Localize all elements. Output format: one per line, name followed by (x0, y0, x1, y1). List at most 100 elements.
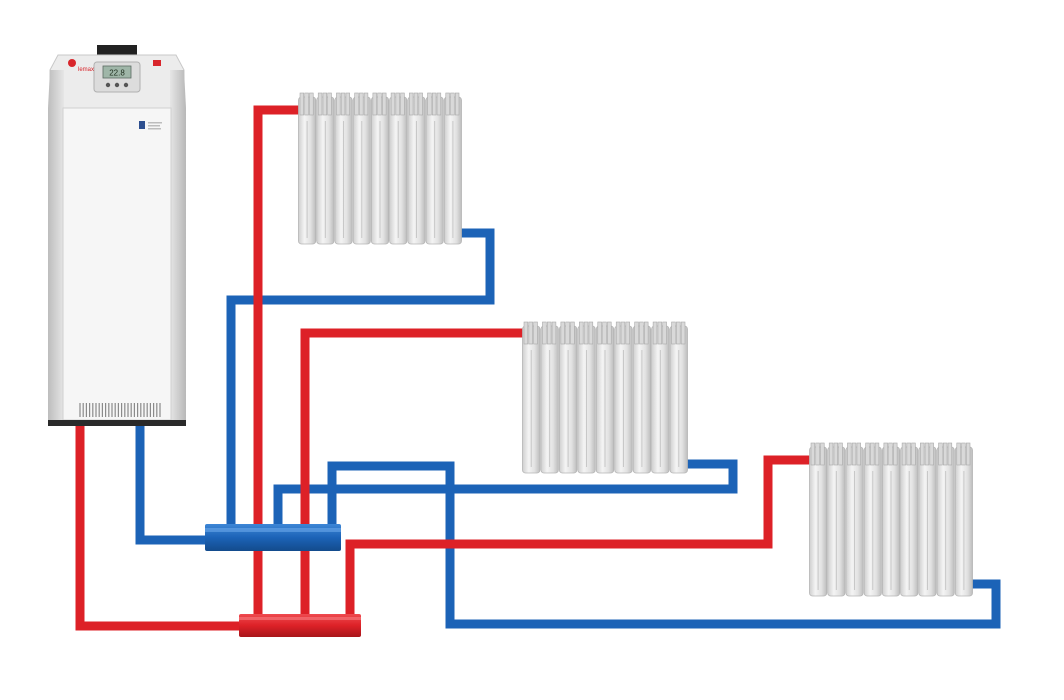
radiator-fin (317, 92, 323, 116)
radiator-fin (911, 442, 916, 466)
supply-manifold (239, 614, 361, 637)
radiator-fin (956, 442, 961, 466)
return-pipes (135, 228, 1001, 629)
radiator-3 (809, 442, 973, 597)
radiator-fin (851, 442, 857, 466)
radiator-fin (865, 442, 870, 466)
brand-logo-icon (68, 59, 76, 67)
boiler-knob-3 (123, 82, 129, 88)
radiator-fin (671, 321, 676, 345)
radiator-fin (450, 92, 455, 116)
radiator-fin (597, 321, 602, 345)
boiler-brand: lemax (78, 67, 94, 73)
radiator-fin (304, 92, 309, 116)
radiators-layer (298, 92, 973, 597)
radiator-fin (395, 92, 400, 116)
radiator-fin (961, 442, 966, 466)
radiator-fin (565, 321, 570, 345)
radiator-fin (533, 321, 538, 345)
radiator-fin (588, 321, 594, 345)
radiator-fin (870, 442, 875, 466)
boiler-front-panel (62, 107, 172, 421)
radiator-fin (309, 92, 314, 116)
supply-pipes (75, 105, 812, 631)
radiator-fin (528, 321, 533, 345)
radiator-fin (828, 442, 834, 466)
radiator-fin (947, 442, 953, 466)
radiator-fin (382, 92, 387, 116)
radiator-fin (810, 442, 816, 466)
radiator-3-return-pipe (327, 461, 1001, 629)
radiator-fin (847, 442, 852, 466)
radiator-fin (676, 321, 681, 345)
radiator-fin (874, 442, 880, 466)
radiator-fin (820, 442, 825, 466)
boiler-top-cap (97, 45, 137, 55)
radiator-2-return-pipe (273, 459, 738, 530)
radiator-1 (298, 92, 462, 245)
radiator-fin (634, 321, 639, 345)
radiator-fin (942, 442, 948, 466)
radiator-fin (327, 92, 332, 116)
radiator-fin (542, 321, 547, 345)
radiator-fin (906, 442, 911, 466)
boiler-info-label (148, 122, 162, 124)
radiator-fin (299, 92, 305, 116)
boiler-vent-grille (79, 403, 161, 417)
radiator-fin (400, 92, 405, 116)
radiator-fin (413, 92, 419, 116)
boiler-knob-1 (105, 82, 111, 88)
radiator-fin (965, 442, 971, 466)
radiator-fin (901, 442, 907, 466)
radiator-fin (418, 92, 423, 116)
radiator-fin (363, 92, 369, 116)
radiator-fin (815, 442, 820, 466)
radiator-fin (680, 321, 686, 345)
boiler-supply-pipe (75, 426, 240, 631)
radiator-2 (522, 321, 688, 474)
radiator-fin (560, 321, 566, 345)
boiler-knob-2 (114, 82, 120, 88)
radiator-fin (345, 92, 350, 116)
radiator-fin (883, 442, 888, 466)
radiator-fin (639, 321, 644, 345)
radiator-fin (431, 92, 437, 116)
radiator-fin (551, 321, 557, 345)
radiator-fin (359, 92, 364, 116)
radiator-fin (427, 92, 432, 116)
radiator-fin (445, 92, 450, 116)
radiator-3-supply-pipe (345, 455, 812, 618)
radiator-fin (322, 92, 328, 116)
radiator-fin (570, 321, 575, 345)
radiator-1-return-pipe (226, 228, 495, 530)
boiler-base (48, 420, 186, 426)
radiator-fin (620, 321, 626, 345)
radiator-fin (340, 92, 346, 116)
radiator-fin (436, 92, 442, 116)
radiator-fin (372, 92, 377, 116)
radiator-fin (920, 442, 925, 466)
radiator-fin (856, 442, 861, 466)
boiler-display (102, 65, 132, 79)
radiator-fin (652, 321, 658, 345)
radiator-1-supply-pipe (253, 105, 300, 618)
radiator-fin (833, 442, 839, 466)
radiator-fin (390, 92, 396, 116)
radiator-fin (838, 442, 843, 466)
radiator-fin (579, 321, 584, 345)
radiator-fin (893, 442, 898, 466)
return-manifold (205, 524, 341, 551)
radiator-fin (409, 92, 414, 116)
boiler-left-side (48, 70, 64, 420)
radiator-fin (454, 92, 460, 116)
radiator-fin (602, 321, 607, 345)
radiator-fin (607, 321, 612, 345)
radiator-fin (354, 92, 359, 116)
radiator-fin (662, 321, 667, 345)
radiator-fin (523, 321, 529, 345)
radiator-fin (377, 92, 382, 116)
boiler-badge-icon (153, 60, 161, 66)
radiator-fin (924, 442, 930, 466)
radiator-fin (583, 321, 589, 345)
